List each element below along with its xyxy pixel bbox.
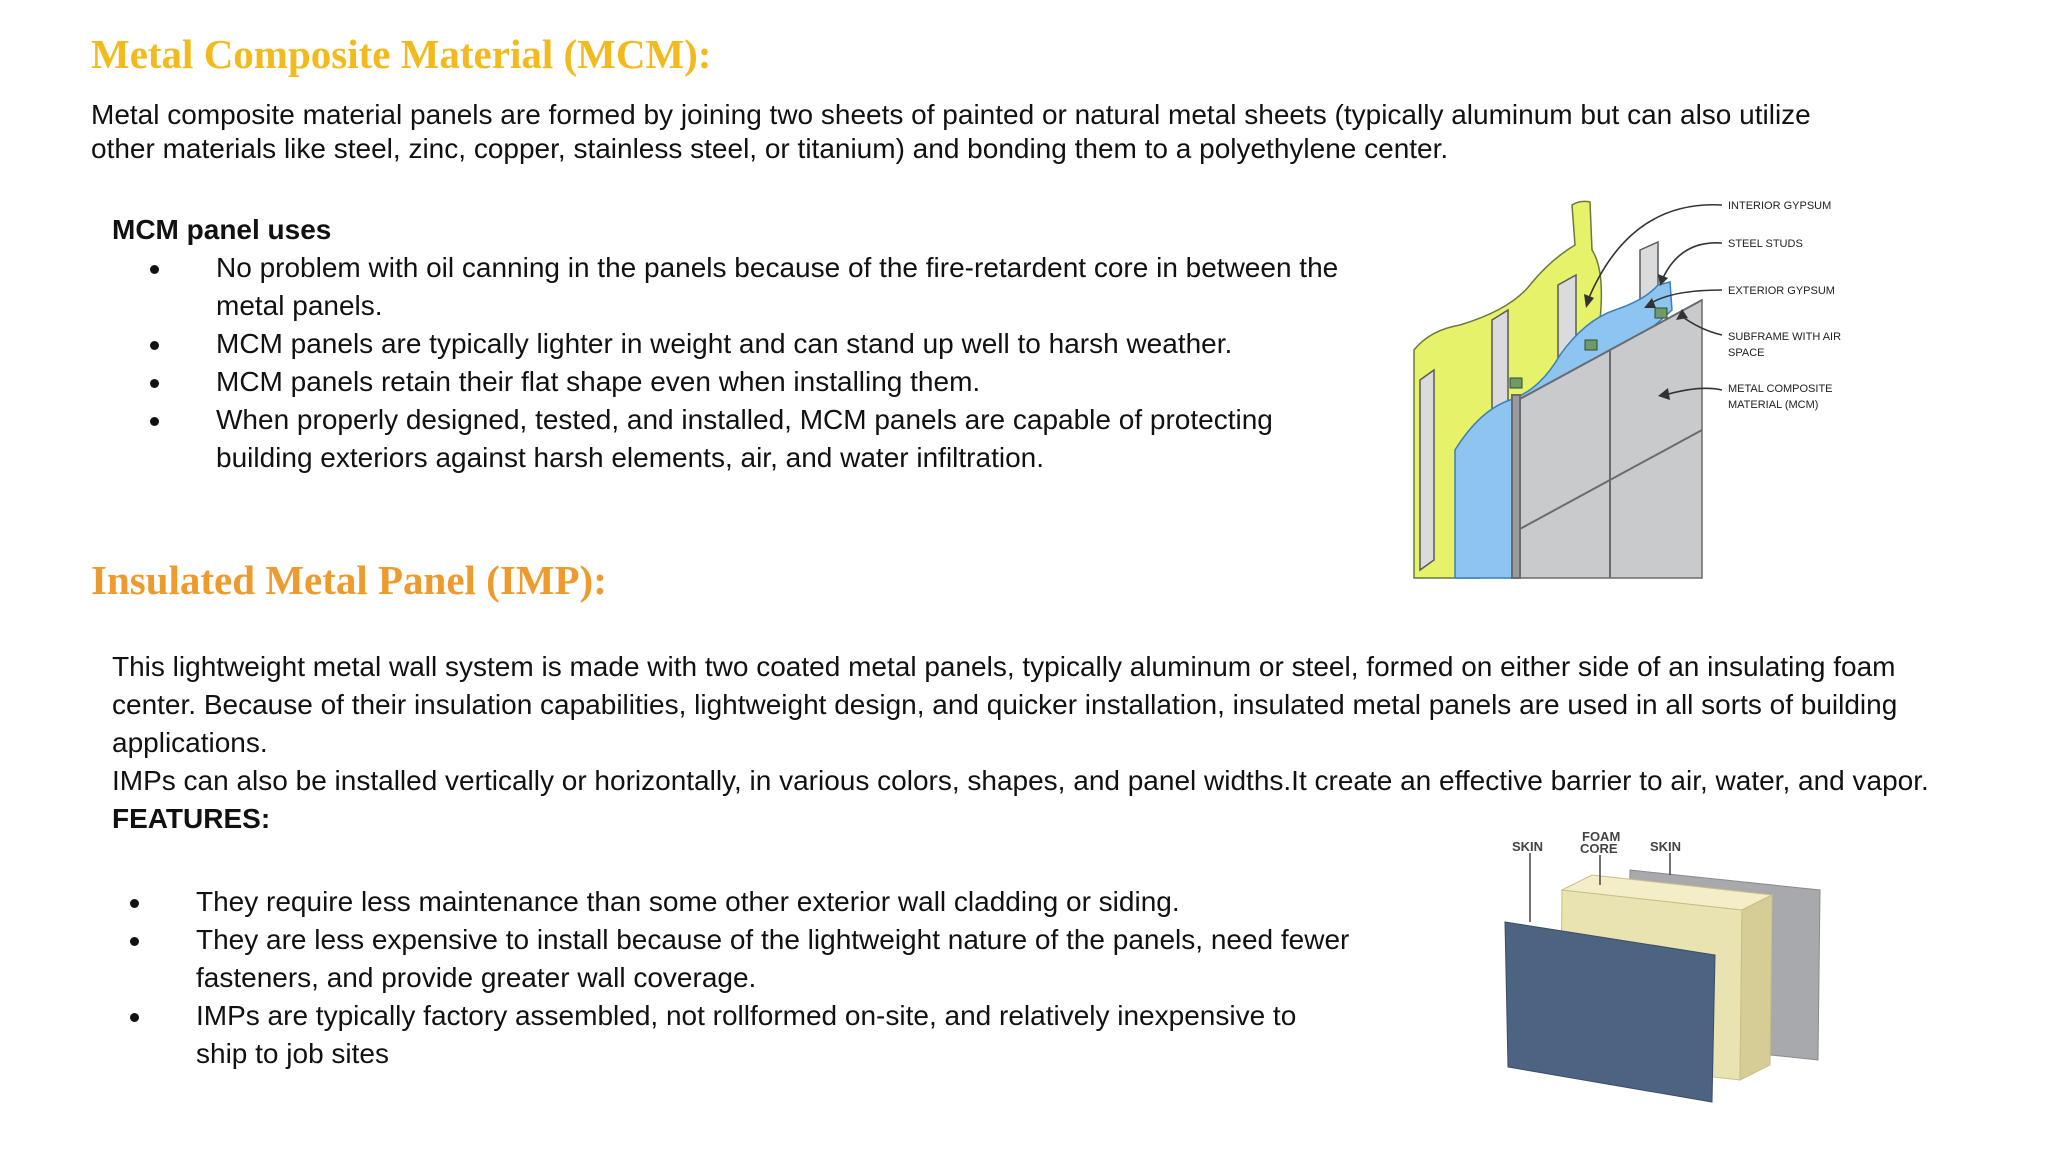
imp-panel-diagram: SKIN FOAM CORE SKIN — [1504, 829, 1821, 1103]
mcm-intro: Metal composite material panels are form… — [91, 99, 1811, 164]
mcm-uses-list: No problem with oil canning in the panel… — [112, 249, 1352, 477]
mcm-wall-diagram: INTERIOR GYPSUM STEEL STUDS EXTERIOR GYP… — [1413, 200, 1841, 579]
label-mcm-1: METAL COMPOSITE — [1728, 383, 1833, 395]
imp-leader-lines — [1529, 853, 1671, 922]
list-item: They require less maintenance than some … — [92, 883, 1352, 921]
label-steel-studs: STEEL STUDS — [1728, 238, 1803, 250]
label-skin-left: SKIN — [1512, 839, 1543, 854]
list-item-text: They require less maintenance than some … — [196, 886, 1180, 917]
label-skin-right: SKIN — [1650, 839, 1681, 854]
list-item-text: No problem with oil canning in the panel… — [216, 252, 1339, 321]
label-foam-1: FOAM — [1582, 829, 1620, 844]
imp-features-heading: FEATURES: — [112, 803, 271, 834]
label-mcm-2: MATERIAL (MCM) — [1728, 399, 1818, 411]
list-item-text: They are less expensive to install becau… — [196, 924, 1350, 993]
front-skin-layer — [1504, 921, 1716, 1103]
list-item: When properly designed, tested, and inst… — [112, 401, 1352, 477]
imp-paragraph-2: IMPs can also be installed vertically or… — [112, 765, 1929, 796]
panel-joints — [1511, 299, 1703, 579]
list-item: MCM panels are typically lighter in weig… — [112, 325, 1352, 363]
bullet-icon — [150, 417, 159, 426]
imp-features-list: They require less maintenance than some … — [92, 883, 1352, 1073]
list-item: They are less expensive to install becau… — [92, 921, 1352, 997]
bullet-icon — [150, 265, 159, 274]
bullet-icon — [130, 937, 139, 946]
label-foam-2: CORE — [1580, 841, 1618, 856]
list-item-text: MCM panels retain their flat shape even … — [216, 366, 981, 397]
list-item: No problem with oil canning in the panel… — [112, 249, 1352, 325]
bullet-icon — [130, 1013, 139, 1022]
bullet-icon — [150, 379, 159, 388]
list-item: IMPs are typically factory assembled, no… — [92, 997, 1352, 1073]
leader-arrow-icons — [1584, 274, 1688, 400]
label-subframe-2: SPACE — [1728, 347, 1764, 359]
bullet-icon — [150, 341, 159, 350]
bullet-icon — [130, 899, 139, 908]
imp-heading: Insulated Metal Panel (IMP): — [91, 557, 607, 603]
list-item: MCM panels retain their flat shape even … — [112, 363, 1352, 401]
mcm-uses-heading: MCM panel uses — [112, 214, 332, 245]
label-subframe-1: SUBFRAME WITH AIR — [1728, 331, 1841, 343]
subframe-rails — [1509, 307, 1668, 389]
mcm-heading: Metal Composite Material (MCM): — [91, 31, 712, 77]
label-exterior-gypsum: EXTERIOR GYPSUM — [1728, 285, 1835, 297]
foam-core-side — [1739, 894, 1773, 1081]
list-item-text: When properly designed, tested, and inst… — [216, 404, 1273, 473]
list-item-text: MCM panels are typically lighter in weig… — [216, 328, 1233, 359]
imp-paragraph-1: This lightweight metal wall system is ma… — [112, 651, 1898, 758]
list-item-text: IMPs are typically factory assembled, no… — [196, 1000, 1297, 1069]
label-interior-gypsum: INTERIOR GYPSUM — [1728, 200, 1831, 212]
